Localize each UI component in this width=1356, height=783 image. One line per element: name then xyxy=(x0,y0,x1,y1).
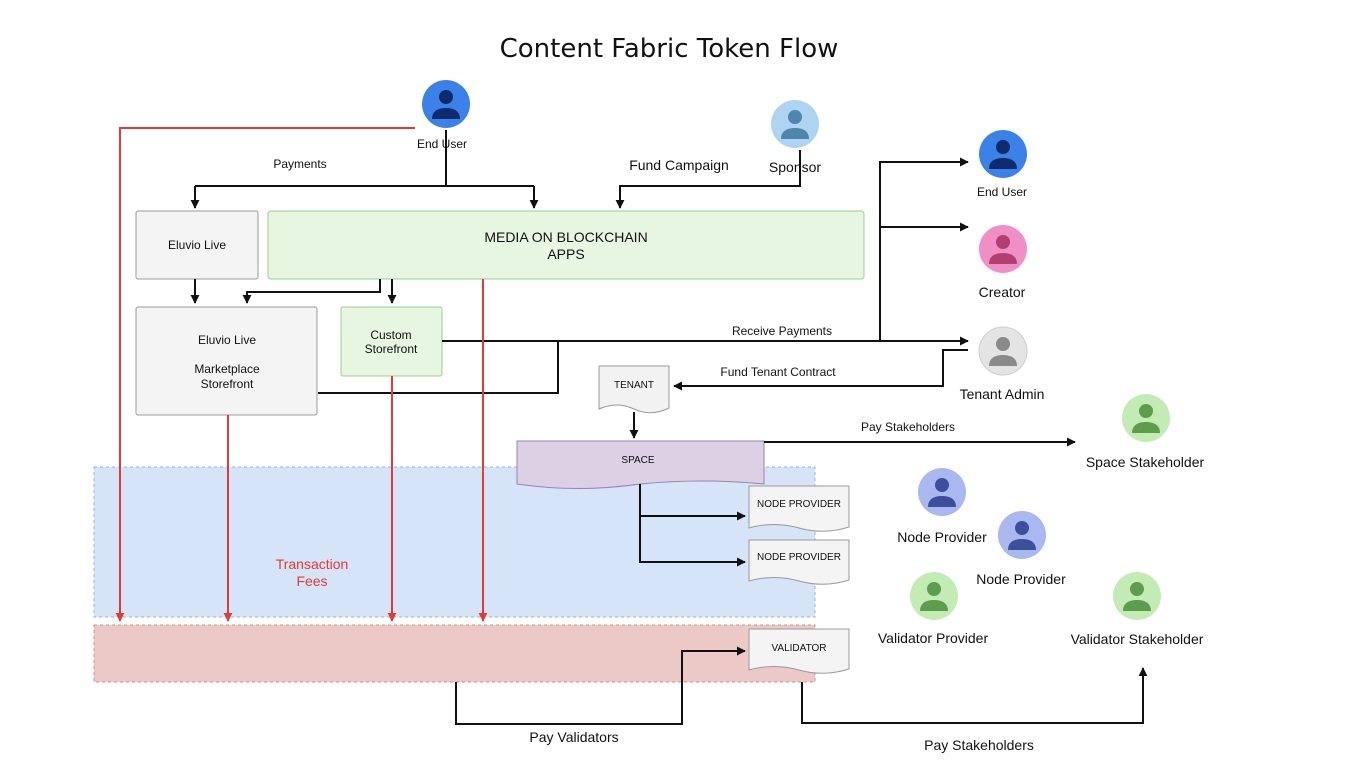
pay-stakeholders-arrow-bottom xyxy=(801,667,1148,724)
receive-payments-label: Receive Payments xyxy=(732,324,832,338)
validator-fees-zone xyxy=(93,624,816,683)
node-provider-doc-label-1: NODE PROVIDER xyxy=(757,499,841,510)
node-provider-1-avatar xyxy=(918,468,966,516)
custom-storefront-label-1: Custom xyxy=(370,328,411,342)
fund-campaign-label: Fund Campaign xyxy=(629,157,729,173)
creator-label: Creator xyxy=(979,284,1026,300)
tenant-admin-avatar xyxy=(978,326,1028,376)
transaction-fees-label-2: Fees xyxy=(296,573,327,589)
tenant-admin-label: Tenant Admin xyxy=(960,386,1045,402)
node-provider-1-label: Node Provider xyxy=(897,529,987,545)
end-user-top-label: End User xyxy=(417,137,467,151)
validator-provider-label: Validator Provider xyxy=(878,630,989,646)
node-provider-2-label: Node Provider xyxy=(976,571,1066,587)
creator-avatar xyxy=(979,225,1027,273)
pay-validators-arrow xyxy=(455,646,746,725)
validator-stakeholder-avatar xyxy=(1113,572,1161,620)
custom-storefront-label-2: Storefront xyxy=(365,342,418,356)
arrow-apps-to-marketplace xyxy=(242,279,381,304)
end-user-right-label: End User xyxy=(977,185,1027,199)
eluvio-live-label: Eluvio Live xyxy=(168,238,226,252)
pay-stakeholders-top-label: Pay Stakeholders xyxy=(861,420,955,434)
space-label: SPACE xyxy=(621,455,654,466)
sponsor-avatar xyxy=(771,100,819,148)
node-provider-document-1 xyxy=(748,485,850,532)
transaction-fees-label-1: Transaction xyxy=(276,556,349,572)
transaction-fees-zone xyxy=(93,466,816,618)
fund-tenant-contract-arrow xyxy=(673,349,968,391)
payments-label: Payments xyxy=(273,157,326,171)
validator-provider-avatar xyxy=(910,572,958,620)
space-stakeholder-avatar xyxy=(1122,394,1170,442)
flow-lines xyxy=(190,130,1148,725)
tenant-document xyxy=(598,365,670,414)
pay-validators-label: Pay Validators xyxy=(529,729,618,745)
end-user-top-avatar xyxy=(422,80,470,128)
diagram-title: Content Fabric Token Flow xyxy=(500,34,839,64)
node-provider-doc-label-2: NODE PROVIDER xyxy=(757,552,841,563)
marketplace-label-3: Storefront xyxy=(201,377,254,391)
mob-apps-label-2: APPS xyxy=(547,246,584,262)
validator-label: VALIDATOR xyxy=(771,643,826,654)
validator-document xyxy=(748,628,850,674)
pay-stakeholders-bottom-label: Pay Stakeholders xyxy=(924,737,1034,753)
fee-lines xyxy=(115,127,488,622)
space-stakeholder-label: Space Stakeholder xyxy=(1086,454,1205,470)
fund-campaign-arrow xyxy=(615,150,801,209)
validator-stakeholder-label: Validator Stakeholder xyxy=(1071,631,1204,647)
node-provider-document-2 xyxy=(748,539,850,585)
eluvio-live-box xyxy=(135,210,259,280)
arrow-to-node-provider-2 xyxy=(639,484,746,567)
media-on-blockchain-apps-box xyxy=(267,210,865,280)
end-user-right-avatar xyxy=(979,130,1027,178)
space-banner xyxy=(516,440,765,489)
fee-arrow-end-user xyxy=(115,127,415,622)
arrow-to-end-user-right xyxy=(879,157,969,341)
mob-apps-label-1: MEDIA ON BLOCKCHAIN xyxy=(484,229,647,245)
sponsor-label: Sponsor xyxy=(769,159,821,175)
marketplace-label-1: Eluvio Live xyxy=(198,333,256,347)
fund-tenant-contract-label: Fund Tenant Contract xyxy=(720,365,836,379)
node-provider-2-avatar xyxy=(998,511,1046,559)
marketplace-storefront-box xyxy=(135,306,318,416)
marketplace-label-2: Marketplace xyxy=(194,362,260,376)
tenant-label: TENANT xyxy=(614,380,654,391)
